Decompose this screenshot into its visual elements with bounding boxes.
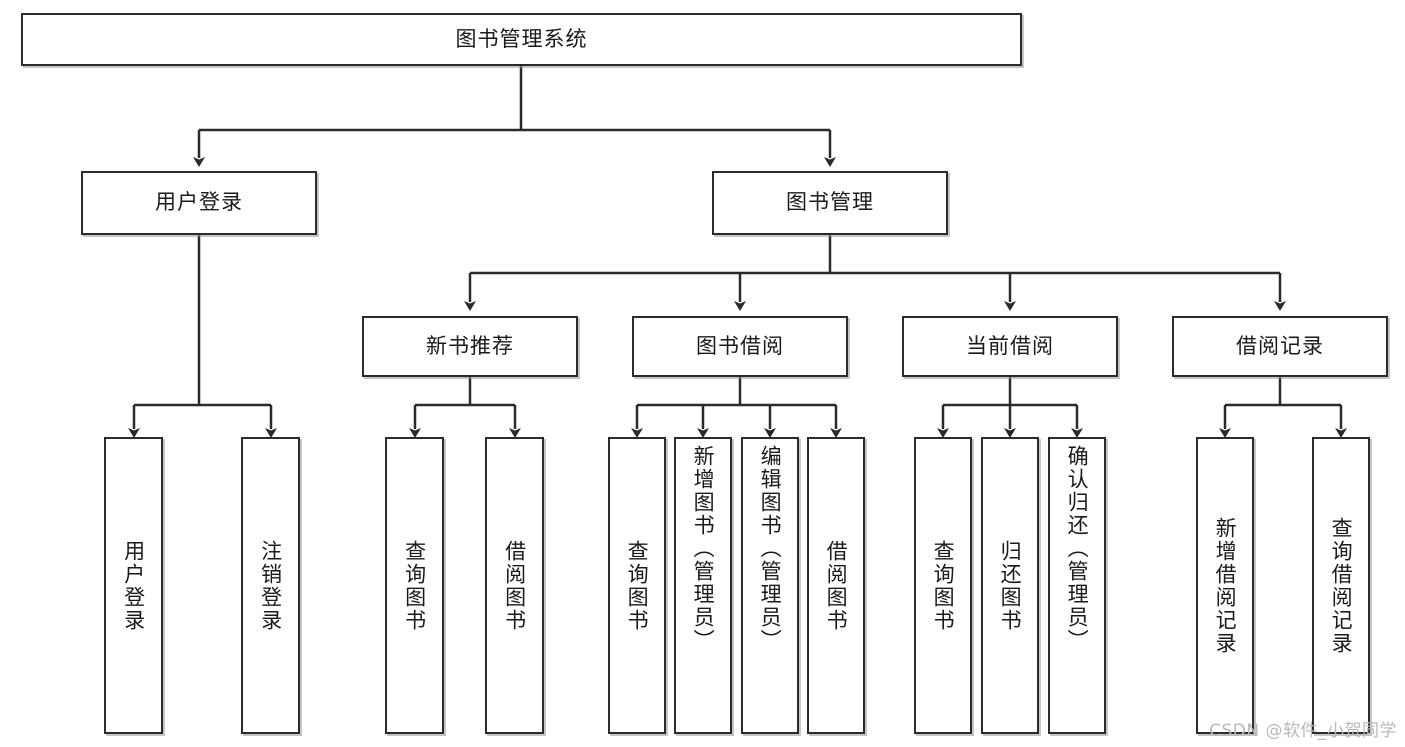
node-leaf-logout[interactable]: 注销登录 — [241, 437, 300, 734]
node-label: 用户登录 — [121, 539, 146, 632]
node-label: 用户登录 — [155, 190, 243, 215]
node-leaf-add-book-admin[interactable]: 新增图书（管理员） — [674, 437, 732, 734]
node-label: 借阅图书 — [502, 539, 527, 632]
node-leaf-query-book-borrow[interactable]: 查询图书 — [608, 437, 666, 734]
node-label: 新书推荐 — [426, 333, 514, 358]
node-label: 图书借阅 — [696, 333, 784, 358]
watermark: CSDN @软件_小贺同学 — [1209, 721, 1397, 741]
node-leaf-borrow-book[interactable]: 借阅图书 — [807, 437, 865, 734]
node-label: 归还图书 — [998, 539, 1023, 632]
node-leaf-user-login[interactable]: 用户登录 — [104, 437, 163, 734]
node-label: 图书管理系统 — [455, 26, 588, 51]
node-label: 查询图书 — [625, 539, 650, 632]
node-label: 查询借阅记录 — [1329, 516, 1354, 655]
node-root-book-management-system[interactable]: 图书管理系统 — [21, 13, 1022, 66]
node-label: 借阅图书 — [824, 539, 849, 632]
node-leaf-add-borrow-record[interactable]: 新增借阅记录 — [1196, 437, 1254, 734]
node-book-management[interactable]: 图书管理 — [712, 171, 948, 235]
node-label: 图书管理 — [786, 190, 874, 215]
node-leaf-confirm-return-admin[interactable]: 确认归还（管理员） — [1048, 437, 1106, 734]
node-leaf-edit-book-admin[interactable]: 编辑图书（管理员） — [741, 437, 799, 734]
node-current-borrow[interactable]: 当前借阅 — [902, 316, 1118, 377]
node-label: 注销登录 — [258, 539, 283, 632]
node-label: 编辑图书（管理员） — [758, 445, 783, 652]
node-leaf-query-book-current[interactable]: 查询图书 — [914, 437, 972, 734]
node-user-login[interactable]: 用户登录 — [81, 171, 317, 235]
node-new-book-recommend[interactable]: 新书推荐 — [362, 316, 578, 377]
node-leaf-query-borrow-record[interactable]: 查询借阅记录 — [1312, 437, 1370, 734]
node-label: 新增借阅记录 — [1213, 516, 1238, 655]
node-label: 借阅记录 — [1236, 333, 1324, 358]
node-book-borrow[interactable]: 图书借阅 — [632, 316, 848, 377]
node-label: 新增图书（管理员） — [691, 445, 716, 652]
node-label: 查询图书 — [402, 539, 427, 632]
node-label: 当前借阅 — [966, 333, 1054, 358]
node-label: 确认归还（管理员） — [1065, 445, 1090, 652]
node-label: 查询图书 — [931, 539, 956, 632]
node-leaf-return-book[interactable]: 归还图书 — [981, 437, 1039, 734]
node-leaf-borrow-book-recommend[interactable]: 借阅图书 — [485, 437, 544, 734]
node-borrow-record[interactable]: 借阅记录 — [1172, 316, 1388, 377]
node-leaf-query-book-recommend[interactable]: 查询图书 — [385, 437, 444, 734]
